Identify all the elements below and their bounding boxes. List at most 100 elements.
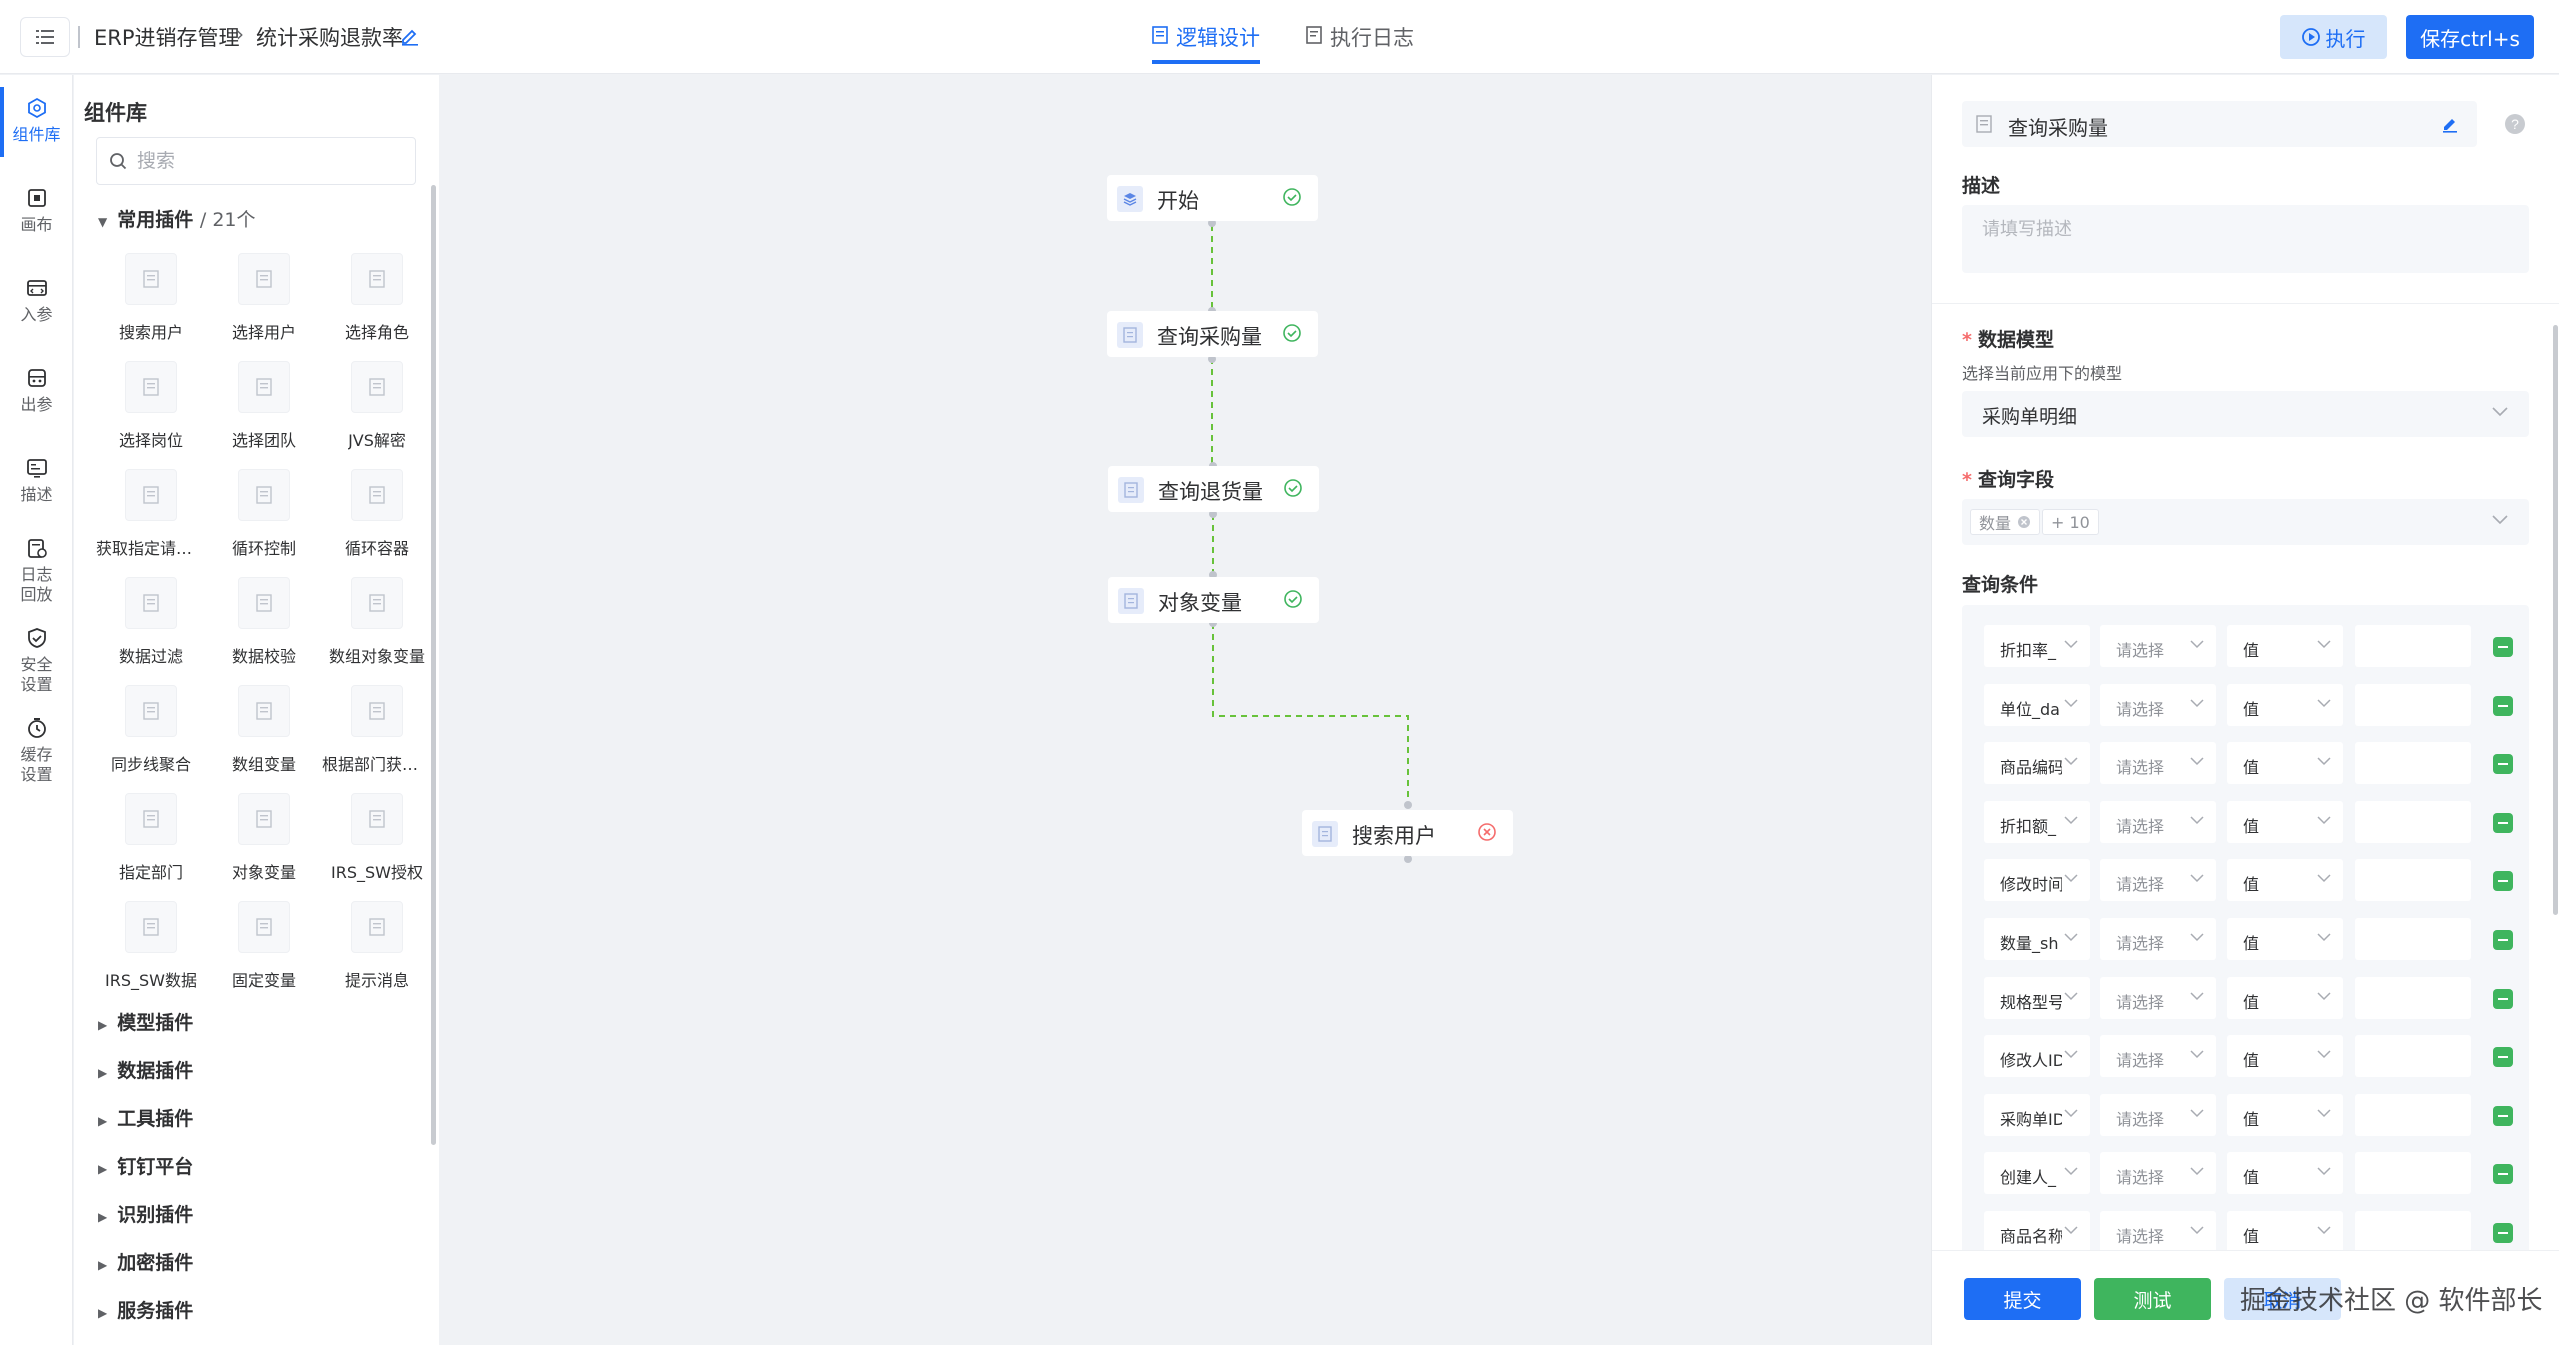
condition-type-select[interactable]: 值 (2227, 1152, 2343, 1195)
menu-toggle-button[interactable] (20, 17, 70, 57)
plugin-item[interactable]: 同步线聚合 (96, 685, 206, 793)
condition-type-select[interactable]: 值 (2227, 1093, 2343, 1136)
condition-type-select[interactable]: 值 (2227, 1035, 2343, 1078)
condition-type-select[interactable]: 值 (2227, 683, 2343, 726)
condition-field-select[interactable]: 数量_sh (1984, 918, 2090, 960)
condition-value-input[interactable] (2355, 1093, 2471, 1136)
condition-field-select[interactable]: 修改人ID (1984, 1035, 2090, 1078)
condition-value-input[interactable] (2355, 1211, 2471, 1253)
plugin-item[interactable]: 选择岗位 (96, 361, 206, 469)
condition-value-input[interactable] (2355, 800, 2471, 843)
plugin-group[interactable]: ▶数据插件 (98, 1056, 193, 1083)
plugin-item[interactable]: IRS_SW授权 (322, 793, 432, 901)
plugin-item[interactable]: 循环控制 (209, 469, 319, 577)
condition-type-select[interactable]: 值 (2227, 976, 2343, 1019)
condition-type-select[interactable]: 值 (2227, 859, 2343, 902)
condition-operator-select[interactable]: 请选择 (2100, 976, 2216, 1019)
condition-field-select[interactable]: 折扣率_ (1984, 625, 2090, 667)
library-scrollbar[interactable] (431, 185, 436, 1145)
plugin-group[interactable]: ▶服务插件 (98, 1296, 193, 1323)
remove-condition-button[interactable] (2493, 812, 2513, 833)
flow-node-query-purchase[interactable]: 查询采购量 (1107, 311, 1318, 357)
remove-condition-button[interactable] (2493, 988, 2513, 1009)
flow-node-start[interactable]: 开始 (1107, 175, 1318, 221)
condition-field-select[interactable]: 创建人_ (1984, 1152, 2090, 1195)
plugin-item[interactable]: 提示消息 (322, 901, 432, 1009)
plugin-item[interactable]: 选择用户 (209, 253, 319, 361)
flow-canvas[interactable]: 开始 查询采购量 查询退货量 对象变量 搜索用户 (440, 75, 1930, 1345)
sidebar-item-cache[interactable]: 缓存设置 (0, 717, 73, 785)
condition-operator-select[interactable]: 请选择 (2100, 800, 2216, 843)
condition-field-select[interactable]: 商品名称 (1984, 1211, 2090, 1253)
plugin-group[interactable]: ▶加密插件 (98, 1248, 193, 1275)
remove-condition-button[interactable] (2493, 930, 2513, 950)
condition-operator-select[interactable]: 请选择 (2100, 859, 2216, 902)
save-button[interactable]: 保存ctrl+s (2406, 15, 2534, 59)
sidebar-item-security[interactable]: 安全设置 (0, 627, 73, 695)
remove-condition-button[interactable] (2493, 1047, 2513, 1068)
plugin-item[interactable]: 根据部门获取用户 (322, 685, 432, 793)
sidebar-item-description[interactable]: 描述 (0, 457, 73, 505)
condition-value-input[interactable] (2355, 976, 2471, 1019)
condition-value-input[interactable] (2355, 918, 2471, 960)
edit-title-icon[interactable] (400, 26, 420, 46)
plugin-item[interactable]: 对象变量 (209, 793, 319, 901)
sidebar-item-components[interactable]: 组件库 (0, 87, 73, 157)
search-input[interactable] (137, 148, 397, 176)
flow-node-search-user[interactable]: 搜索用户 (1302, 810, 1513, 856)
remove-condition-button[interactable] (2493, 637, 2513, 657)
condition-type-select[interactable]: 值 (2227, 1211, 2343, 1253)
plugin-item[interactable]: 固定变量 (209, 901, 319, 1009)
condition-operator-select[interactable]: 请选择 (2100, 683, 2216, 726)
condition-field-select[interactable]: 折扣额_ (1984, 800, 2090, 843)
plugin-item[interactable]: IRS_SW数据 (96, 901, 206, 1009)
submit-button[interactable]: 提交 (1964, 1278, 2081, 1320)
description-textarea[interactable] (1962, 205, 2529, 273)
condition-operator-select[interactable]: 请选择 (2100, 1035, 2216, 1078)
condition-value-input[interactable] (2355, 1035, 2471, 1078)
condition-type-select[interactable]: 值 (2227, 800, 2343, 843)
test-button[interactable]: 测试 (2094, 1278, 2211, 1320)
library-search[interactable] (96, 137, 416, 185)
sidebar-item-output-params[interactable]: 出参 (0, 367, 73, 415)
condition-value-input[interactable] (2355, 859, 2471, 902)
condition-value-input[interactable] (2355, 683, 2471, 726)
condition-value-input[interactable] (2355, 742, 2471, 785)
condition-operator-select[interactable]: 请选择 (2100, 625, 2216, 667)
condition-field-select[interactable]: 采购单ID (1984, 1093, 2090, 1136)
panel-scrollbar[interactable] (2553, 325, 2558, 915)
plugin-group[interactable]: ▶模型插件 (98, 1008, 193, 1035)
plugin-item[interactable]: 获取指定请求头 (96, 469, 206, 577)
remove-condition-button[interactable] (2493, 871, 2513, 892)
field-tag[interactable]: 数量 (1970, 509, 2041, 535)
breadcrumb-app[interactable]: ERP进销存管理 (94, 26, 240, 50)
plugin-group[interactable]: ▶识别插件 (98, 1200, 193, 1227)
cancel-button[interactable]: 取消 (2224, 1278, 2341, 1320)
sidebar-item-canvas[interactable]: 画布 (0, 187, 73, 235)
condition-operator-select[interactable]: 请选择 (2100, 1152, 2216, 1195)
plugin-item[interactable]: 数组对象变量 (322, 577, 432, 685)
condition-operator-select[interactable]: 请选择 (2100, 918, 2216, 960)
sidebar-item-log-replay[interactable]: 日志回放 (0, 537, 73, 605)
help-icon[interactable]: ? (2504, 113, 2526, 135)
plugin-item[interactable]: 选择团队 (209, 361, 319, 469)
plugin-item[interactable]: 搜索用户 (96, 253, 206, 361)
group-common-plugins[interactable]: ▼常用插件 / 21个 (98, 205, 256, 232)
condition-operator-select[interactable]: 请选择 (2100, 1211, 2216, 1253)
condition-value-input[interactable] (2355, 1152, 2471, 1195)
plugin-item[interactable]: 指定部门 (96, 793, 206, 901)
flow-node-object-variable[interactable]: 对象变量 (1108, 577, 1319, 623)
condition-field-select[interactable]: 规格型号 (1984, 976, 2090, 1019)
condition-operator-select[interactable]: 请选择 (2100, 1093, 2216, 1136)
description-field[interactable] (1962, 205, 2529, 273)
query-fields-select[interactable]: 数量 + 10 (1962, 499, 2529, 545)
plugin-item[interactable]: 数组变量 (209, 685, 319, 793)
data-model-select[interactable]: 采购单明细 (1962, 391, 2529, 437)
tab-logic-design[interactable]: 逻辑设计 (1152, 22, 1260, 64)
remove-condition-button[interactable] (2493, 695, 2513, 716)
condition-type-select[interactable]: 值 (2227, 625, 2343, 667)
plugin-item[interactable]: 循环容器 (322, 469, 432, 577)
plugin-group[interactable]: ▶钉钉平台 (98, 1152, 193, 1179)
remove-condition-button[interactable] (2493, 1223, 2513, 1243)
condition-field-select[interactable]: 商品编码 (1984, 742, 2090, 785)
